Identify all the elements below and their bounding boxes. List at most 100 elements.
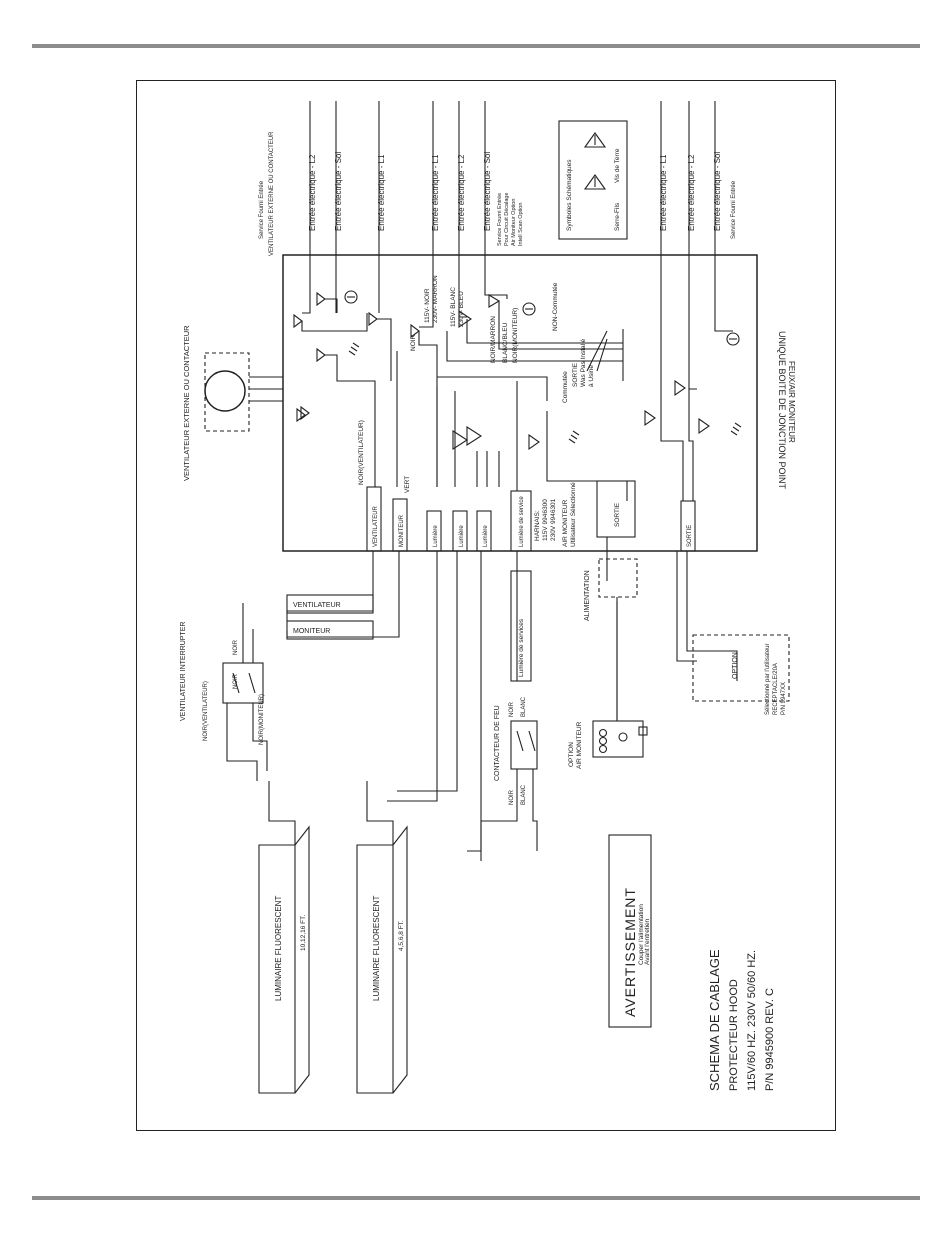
svg-text:4,5,6,8 FT.: 4,5,6,8 FT. — [398, 920, 405, 951]
svg-text:Air Moniteur Option: Air Moniteur Option — [511, 199, 517, 246]
svg-text:Service Fourni Entrée: Service Fourni Entrée — [259, 180, 265, 239]
svg-text:NOIR: NOIR — [233, 673, 239, 689]
svg-text:VENTILATEUR EXTERNE OU CONTACT: VENTILATEUR EXTERNE OU CONTACTEUR — [269, 131, 275, 256]
ground-screw-icon — [583, 132, 607, 148]
input-label: Entrée électrique - L2 — [457, 154, 466, 231]
cable-labels: VENTILATEUR MONITEUR Lumière de services — [286, 570, 532, 682]
svg-text:Vis de Terre: Vis de Terre — [614, 148, 621, 183]
input-label: Entrée électrique - Sol — [713, 152, 722, 231]
svg-text:Commutée: Commutée — [562, 371, 569, 403]
input-label: Entrée électrique - L1 — [377, 154, 386, 231]
svg-text:NOIR(VENTILATEUR): NOIR(VENTILATEUR) — [358, 420, 365, 485]
wire-nut-icon — [583, 174, 607, 190]
svg-text:Utilisateur Sélectionné: Utilisateur Sélectionné — [570, 482, 577, 547]
svg-text:230V- MARRON: 230V- MARRON — [432, 275, 439, 323]
svg-text:230V- BLEU: 230V- BLEU — [458, 291, 465, 327]
svg-text:NOIR: NOIR — [509, 701, 515, 717]
symbols-legend: Symboles Schématiques Serre-Fils Vis de … — [558, 120, 628, 240]
svg-text:LUMINAIRE FLUORESCENT: LUMINAIRE FLUORESCENT — [274, 896, 283, 1001]
diagram-title: SCHEMA DE CABLAGE — [707, 949, 722, 1091]
svg-text:230V 9946301: 230V 9946301 — [550, 498, 557, 541]
wiring-diagram: UNIQUE BOITE DE JONCTION POINT FEUX/AIR … — [180, 101, 796, 1094]
terminal-label: Lumière de service — [519, 496, 525, 547]
svg-text:PROTECTEUR HOOD: PROTECTEUR HOOD — [728, 979, 740, 1091]
svg-text:NOIR: NOIR — [233, 639, 239, 655]
svg-text:OPTION: OPTION — [732, 652, 739, 679]
svg-text:HARNAIS:: HARNAIS: — [534, 510, 541, 541]
svg-text:115V 9946300: 115V 9946300 — [542, 499, 549, 541]
svg-text:ALIMENTATION: ALIMENTATION — [584, 570, 591, 621]
option-receptacle-box: OPTION Sélectionné par l'utilisateur REC… — [692, 634, 790, 715]
input-label: Entrée électrique - Sol — [334, 152, 343, 231]
svg-text:RECEPTACLE/20A: RECEPTACLE/20A — [773, 663, 779, 715]
terminal-label: SORTIE — [687, 525, 693, 547]
svg-text:AIR MONITEUR: AIR MONITEUR — [562, 499, 569, 547]
svg-text:Avant l'entretien: Avant l'entretien — [644, 918, 651, 965]
svg-text:NOIR(MONITEUR): NOIR(MONITEUR) — [512, 308, 519, 363]
air-monitor-option: OPTION AIR MONITEUR — [568, 720, 648, 769]
title-block: SCHEMA DE CABLAGE PROTECTEUR HOOD 115V/6… — [707, 949, 776, 1091]
terminal-label: Lumière — [459, 525, 465, 547]
junction-box-label: UNIQUE BOITE DE JONCTION POINT FEUX/AIR … — [777, 331, 796, 490]
terminal-label: Lumière — [483, 525, 489, 547]
svg-text:Sélectionné par l'utilisateur: Sélectionné par l'utilisateur — [765, 643, 771, 715]
svg-text:10,12,16 FT.: 10,12,16 FT. — [300, 915, 307, 951]
chassis-ground-icon — [568, 430, 580, 444]
input-labels-middle: Entrée électrique - L1 Entrée électrique… — [431, 152, 524, 246]
svg-text:P/N 9947XX: P/N 9947XX — [781, 682, 787, 715]
terminal-label: SORTIE — [614, 502, 621, 527]
fan-switch: VENTILATEUR INTERRUPTER NOIR(VENTILATEUR… — [180, 603, 268, 781]
input-label: Entrée électrique - L2 — [687, 154, 696, 231]
svg-text:LUMINAIRE FLUORESCENT: LUMINAIRE FLUORESCENT — [372, 896, 381, 1001]
svg-text:115V/60 HZ. 230V 50/60 HZ.: 115V/60 HZ. 230V 50/60 HZ. — [746, 950, 758, 1091]
fluorescent-fixture-2: LUMINAIRE FLUORESCENT 4,5,6,8 FT. — [356, 781, 408, 1094]
svg-text:NOIR(VENTILATEUR): NOIR(VENTILATEUR) — [203, 681, 209, 741]
svg-text:UNIQUE BOITE DE JONCTION POINT: UNIQUE BOITE DE JONCTION POINT — [777, 331, 787, 490]
fluorescent-fixture-1: LUMINAIRE FLUORESCENT 10,12,16 FT. — [258, 781, 310, 1094]
terminal-blocks: VENTILATEUR MONITEUR Lumière Lumière Lum… — [366, 480, 696, 552]
svg-text:MONITEUR: MONITEUR — [293, 628, 330, 635]
light-switch: CONTACTEUR DE FEU NOIR BLANC NOIR BLANC — [480, 696, 538, 861]
svg-text:Was Pas Installé: Was Pas Installé — [580, 338, 587, 387]
input-labels-left: Entrée électrique - L2 Entrée électrique… — [259, 131, 386, 256]
svg-text:Intell Scan Option: Intell Scan Option — [518, 203, 524, 246]
svg-text:VERT: VERT — [404, 476, 411, 493]
svg-text:BLANC: BLANC — [521, 696, 527, 717]
input-label: Entrée électrique - L1 — [659, 154, 668, 231]
svg-text:AIR MONITEUR: AIR MONITEUR — [576, 721, 583, 769]
input-label: Entrée électrique - L2 — [308, 154, 317, 231]
svg-text:AVERTISSEMENT: AVERTISSEMENT — [622, 887, 638, 1017]
svg-text:CONTACTEUR DE FEU: CONTACTEUR DE FEU — [494, 705, 501, 781]
svg-text:BLANC/BLEU: BLANC/BLEU — [502, 322, 509, 363]
wire-nut-icons — [293, 291, 710, 451]
svg-text:Serre-Fils: Serre-Fils — [614, 202, 621, 231]
svg-text:OPTION: OPTION — [568, 742, 575, 767]
svg-text:BLANC: BLANC — [521, 784, 527, 805]
svg-text:VENTILATEUR: VENTILATEUR — [293, 602, 341, 609]
svg-text:Service Fourni Entrée: Service Fourni Entrée — [497, 193, 503, 246]
svg-text:Pour Circuit Décalage: Pour Circuit Décalage — [504, 193, 510, 247]
svg-text:Service Fourni Entrée: Service Fourni Entrée — [731, 180, 737, 239]
svg-text:NOIR(MONITEUR): NOIR(MONITEUR) — [259, 694, 265, 745]
input-label: Entrée électrique - L1 — [431, 154, 440, 231]
svg-text:Couper l'alimentation: Couper l'alimentation — [638, 904, 645, 965]
wiring-diagram-sheet: UNIQUE BOITE DE JONCTION POINT FEUX/AIR … — [136, 80, 836, 1131]
warning-box: AVERTISSEMENT Couper l'alimentation Avan… — [608, 834, 652, 1028]
terminal-label: MONITEUR — [399, 514, 405, 547]
svg-text:P/N 9945900 REV. C: P/N 9945900 REV. C — [764, 988, 776, 1091]
top-divider — [32, 44, 920, 48]
svg-text:NON-Commutée: NON-Commutée — [552, 282, 559, 331]
svg-text:115V- BLANC: 115V- BLANC — [450, 287, 457, 327]
input-labels-right: Entrée électrique - L1 Entrée électrique… — [659, 152, 737, 239]
svg-text:SORTIE: SORTIE — [572, 362, 579, 387]
svg-text:NOIR: NOIR — [410, 334, 417, 351]
svg-text:VENTILATEUR EXTERNE OU CONTACT: VENTILATEUR EXTERNE OU CONTACTEUR — [182, 325, 191, 481]
svg-text:FEUX/AIR MONITEUR: FEUX/AIR MONITEUR — [787, 361, 796, 443]
terminal-label: Lumière — [433, 525, 439, 547]
alimentation-box: ALIMENTATION — [584, 558, 638, 721]
svg-text:Lumière de services: Lumière de services — [518, 618, 525, 677]
svg-text:VENTILATEUR INTERRUPTER: VENTILATEUR INTERRUPTER — [180, 622, 187, 721]
external-fan: VENTILATEUR EXTERNE OU CONTACTEUR — [182, 325, 306, 481]
internal-wiring — [301, 298, 694, 501]
chassis-ground-icon — [348, 342, 360, 356]
